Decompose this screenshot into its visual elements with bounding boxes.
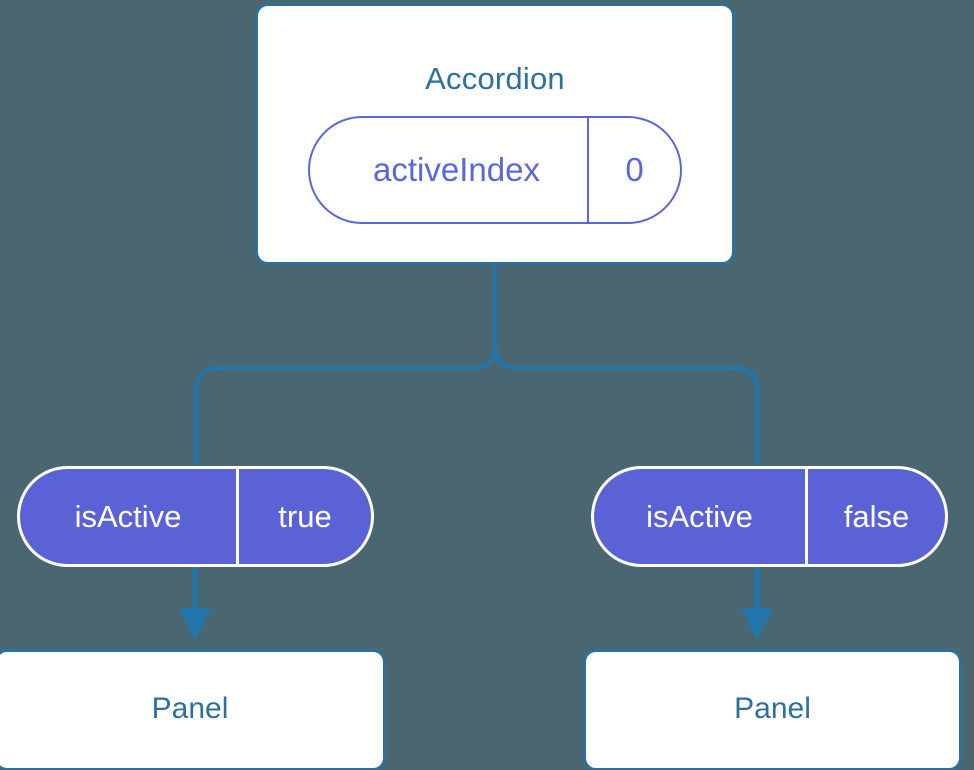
panel-component-box-left[interactable]: Panel [0, 649, 386, 770]
accordion-title: Accordion [425, 61, 565, 96]
state-value-label: 0 [587, 118, 680, 222]
panel-title: Panel [734, 692, 811, 725]
prop-key-label: isActive [74, 498, 182, 534]
prop-capsule-is-active-true[interactable]: isActive true [17, 466, 374, 567]
panel-component-box-right[interactable]: Panel [583, 649, 962, 770]
tree-split-connector-right [493, 263, 759, 468]
prop-value-label: true [236, 469, 371, 564]
left-arrow-head [179, 608, 211, 640]
panel-title: Panel [151, 692, 229, 725]
prop-capsule-is-active-false[interactable]: isActive false [591, 466, 948, 567]
prop-key-label: isActive [646, 498, 753, 534]
right-arrow-head [741, 608, 773, 640]
state-key-label: activeIndex [373, 151, 540, 188]
tree-split-connector [194, 263, 497, 468]
prop-value-label: false [805, 469, 945, 564]
state-capsule-active-index[interactable]: activeIndex 0 [308, 116, 682, 224]
